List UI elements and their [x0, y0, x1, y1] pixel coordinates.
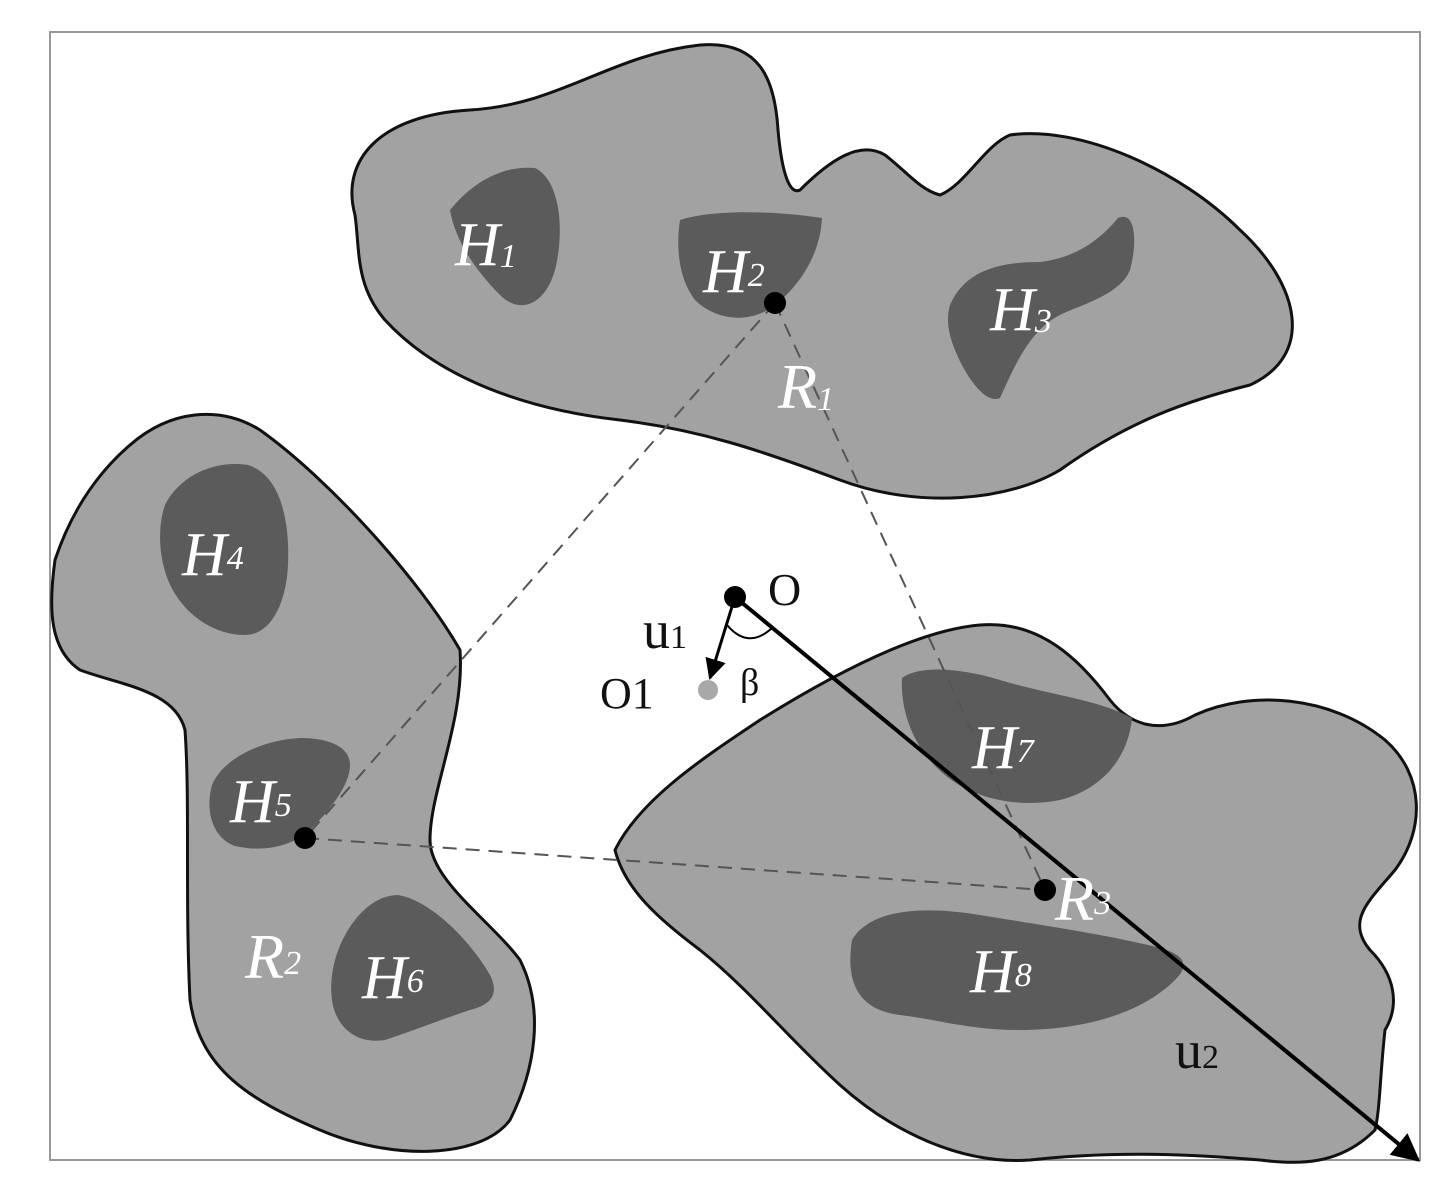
point-r1-center: [764, 292, 786, 314]
hole-h6-label: H6: [361, 944, 424, 1012]
point-o1-label: O1: [600, 669, 654, 718]
dashed-link-r2-r3: [304, 837, 1046, 891]
point-r2-center: [294, 827, 316, 849]
point-o: [724, 586, 746, 608]
angle-beta-label: β: [740, 662, 759, 704]
hole-h1-shape: [450, 167, 560, 306]
hole-h4-shape: [160, 464, 289, 635]
dashed-link-r1-r2: [304, 302, 776, 839]
vector-u1-label: u1: [643, 600, 687, 660]
vector-u2-arrow: [733, 595, 1421, 1162]
point-r3-center: [1034, 879, 1056, 901]
hole-h8-label: H8: [969, 938, 1032, 1006]
hole-h5-label: H5: [229, 768, 292, 836]
hole-h2-shape: [678, 212, 822, 318]
hole-h3-shape: [947, 216, 1135, 400]
hole-h5-shape: [209, 738, 350, 849]
hole-h3-label: H3: [989, 276, 1052, 344]
hole-h2-label: H2: [702, 238, 765, 306]
vector-u2-label: u2: [1175, 1020, 1219, 1080]
point-o-label: O: [768, 564, 801, 615]
hole-h1-label: H1: [454, 211, 517, 279]
region-r3-label: R3: [1054, 863, 1111, 934]
hole-h6-shape: [331, 895, 494, 1041]
region-r2-label: R2: [244, 921, 301, 992]
region-r3-shape: [613, 623, 1418, 1164]
hole-h7-label: H7: [971, 714, 1036, 782]
hole-h4-label: H4: [181, 521, 244, 589]
vector-u1-arrow: [705, 596, 737, 681]
dashed-link-r1-r3: [774, 302, 1046, 891]
region-r1-label: R1: [777, 351, 834, 422]
point-o1: [698, 680, 718, 700]
hole-h8-shape: [850, 910, 1184, 1030]
angle-beta-arc: [726, 624, 773, 640]
region-r1-shape: [350, 43, 1294, 500]
